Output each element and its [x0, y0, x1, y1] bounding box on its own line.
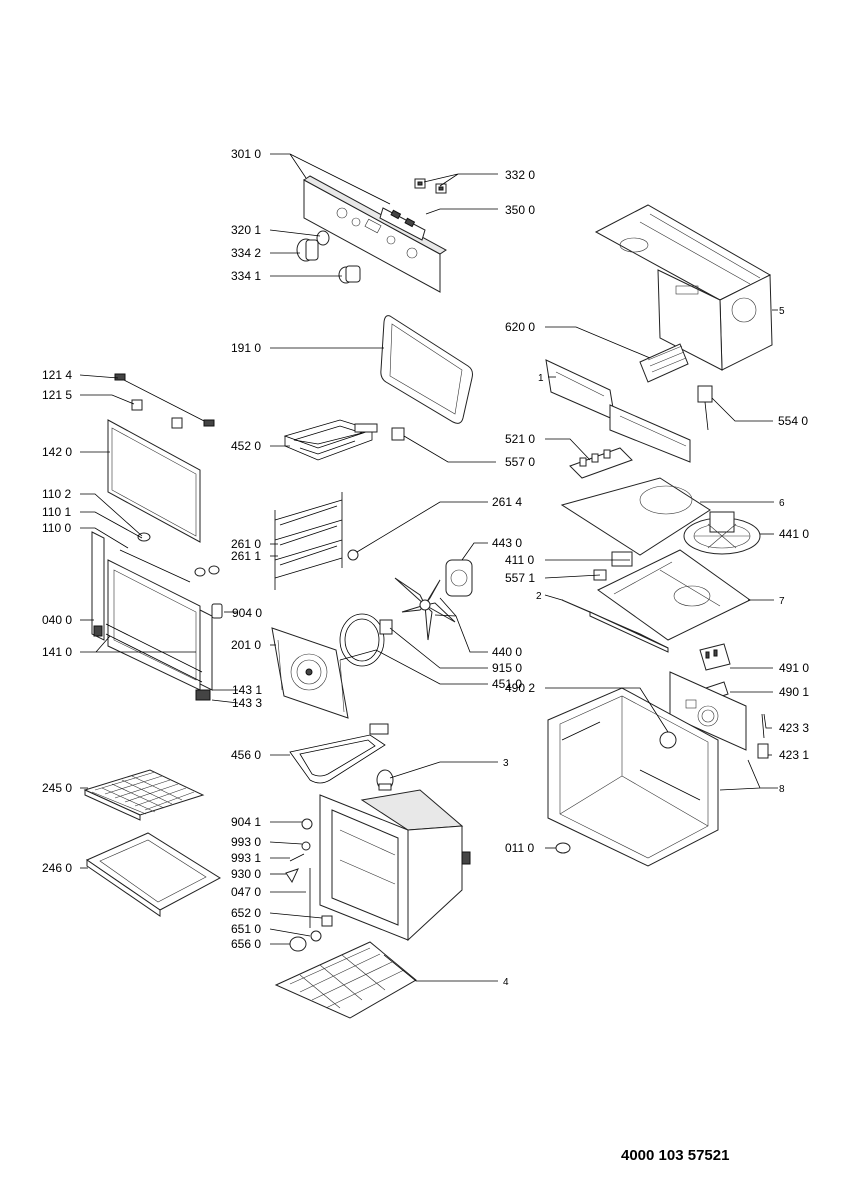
- label-443-0: 443 0: [492, 536, 522, 550]
- label-142-0: 142 0: [42, 445, 72, 459]
- terminal-block-part: [639, 343, 689, 383]
- label-320-1: 320 1: [231, 223, 261, 237]
- bottom-heater-element-part: [289, 723, 389, 784]
- label-423-1: 423 1: [779, 748, 809, 762]
- label-491-0: 491 0: [779, 661, 809, 675]
- bottom-panel-part: [274, 941, 417, 1019]
- relay-module-part: [697, 385, 713, 431]
- label-191-0: 191 0: [231, 341, 261, 355]
- label-332-0: 332 0: [505, 168, 535, 182]
- lamp-holder-part: [347, 549, 359, 561]
- label-350-0: 350 0: [505, 203, 535, 217]
- label-930-0: 930 0: [231, 867, 261, 881]
- label-993-1: 993 1: [231, 851, 261, 865]
- door-gasket-part: [380, 315, 473, 424]
- label-334-1: 334 1: [231, 269, 261, 283]
- label-5: 5: [779, 306, 785, 317]
- label-656-0: 656 0: [231, 937, 261, 951]
- baking-tray-part: [85, 832, 221, 917]
- label-904-0: 904 0: [232, 606, 262, 620]
- label-143-1: 143 1: [232, 683, 262, 697]
- callout-labels: 301 0 332 0 350 0 320 1 334 2 334 1 5 62…: [42, 147, 809, 988]
- label-652-0: 652 0: [231, 906, 261, 920]
- label-1: 1: [538, 373, 544, 384]
- shelf-rack-guides-part: [274, 492, 343, 590]
- label-3: 3: [503, 758, 509, 769]
- label-301-0: 301 0: [231, 147, 261, 161]
- label-7: 7: [779, 596, 785, 607]
- label-110-0: 110 0: [42, 521, 71, 535]
- label-993-0: 993 0: [231, 835, 261, 849]
- label-651-0: 651 0: [231, 922, 261, 936]
- inner-door-glass-part: [107, 419, 201, 543]
- label-110-1: 110 1: [42, 505, 71, 519]
- door-hinge-part: [211, 603, 223, 619]
- cooling-duct-part: [560, 477, 711, 556]
- label-452-0: 452 0: [231, 439, 261, 453]
- knob-set-part: [296, 230, 361, 284]
- label-456-0: 456 0: [231, 748, 261, 762]
- label-554-0: 554 0: [778, 414, 808, 428]
- label-423-3: 423 3: [779, 721, 809, 735]
- switch-clips-part: [414, 178, 447, 194]
- label-6: 6: [779, 498, 785, 509]
- label-2: 2: [536, 591, 542, 602]
- rear-panel-part: [669, 671, 747, 751]
- wire-grid-shelf-part: [83, 769, 205, 821]
- label-521-0: 521 0: [505, 432, 535, 446]
- door-handle-part: [114, 373, 215, 429]
- label-040-0: 040 0: [42, 613, 72, 627]
- fan-motor-part: [445, 559, 473, 597]
- label-246-0: 246 0: [42, 861, 72, 875]
- label-141-0: 141 0: [42, 645, 72, 659]
- label-143-3: 143 3: [232, 696, 262, 710]
- label-261-0: 261 0: [231, 537, 261, 551]
- oven-cavity-part: [319, 789, 471, 942]
- glass-spacers-part: [137, 532, 220, 577]
- label-121-4: 121 4: [42, 368, 72, 382]
- fan-blade-part: [394, 577, 456, 641]
- front-trim-part: [561, 599, 669, 653]
- label-245-0: 245 0: [42, 781, 72, 795]
- label-4: 4: [503, 977, 509, 988]
- document-number: 4000 103 57521: [621, 1147, 729, 1164]
- cooling-fan-part: [683, 511, 761, 555]
- label-904-1: 904 1: [231, 815, 261, 829]
- label-451-0: 451 0: [492, 677, 522, 691]
- label-915-0: 915 0: [492, 661, 522, 675]
- label-201-0: 201 0: [231, 638, 261, 652]
- label-411-0: 411 0: [505, 553, 534, 567]
- label-557-1: 557 1: [505, 571, 535, 585]
- oven-lamp-part: [376, 769, 394, 791]
- small-brackets-part: [757, 713, 769, 759]
- terminal-strip-part: [569, 447, 633, 479]
- display-module-part: [379, 207, 426, 241]
- label-334-2: 334 2: [231, 246, 261, 260]
- oven-casing-part: [547, 687, 719, 867]
- control-frame-part: [545, 359, 691, 463]
- label-440-0: 440 0: [492, 645, 522, 659]
- top-cover-part: [594, 204, 773, 371]
- leader-lines: [79, 153, 778, 982]
- circular-heater-part: [339, 613, 393, 667]
- label-261-1: 261 1: [231, 549, 261, 563]
- door-frame-part: [91, 531, 213, 701]
- label-047-0: 047 0: [231, 885, 261, 899]
- label-8: 8: [779, 784, 785, 795]
- label-490-1: 490 1: [779, 685, 809, 699]
- label-261-4: 261 4: [492, 495, 522, 509]
- label-557-0: 557 0: [505, 455, 535, 469]
- label-441-0: 441 0: [779, 527, 809, 541]
- label-110-2: 110 2: [42, 487, 71, 501]
- label-490-2: 490 2: [505, 681, 535, 695]
- back-panel-part: [271, 627, 349, 719]
- small-fasteners-part: [285, 818, 333, 952]
- label-121-5: 121 5: [42, 388, 72, 402]
- foot-part: [555, 842, 571, 854]
- top-heater-element-part: [283, 419, 405, 461]
- label-620-0: 620 0: [505, 320, 535, 334]
- label-011-0: 011 0: [505, 841, 534, 855]
